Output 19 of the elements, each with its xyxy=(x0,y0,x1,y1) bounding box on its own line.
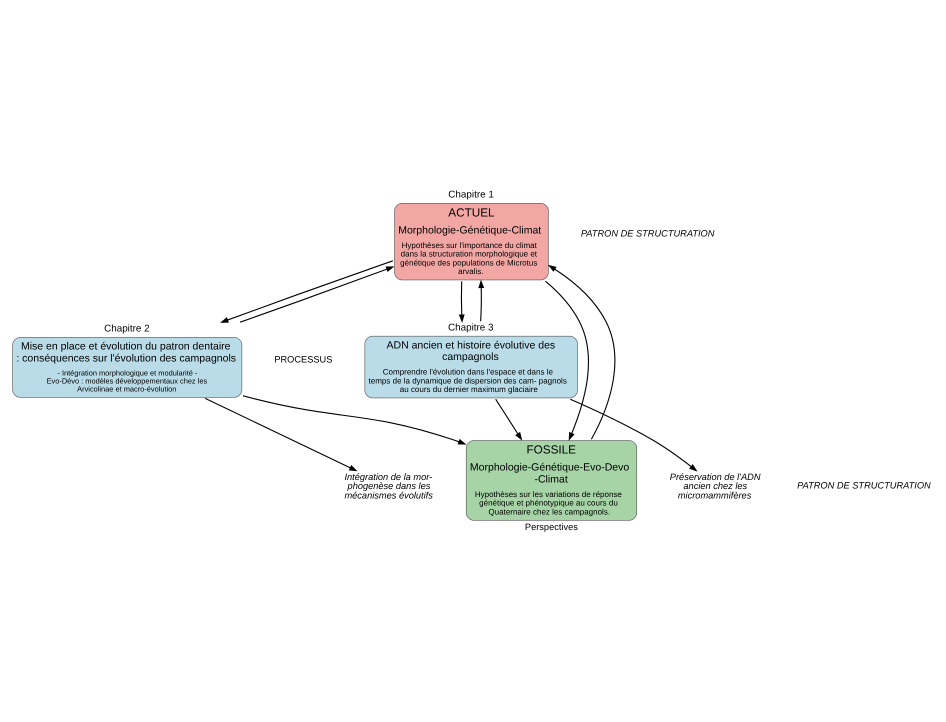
label: PATRON DE STRUCTURATION xyxy=(580,228,714,238)
label: PATRON DE STRUCTURATION xyxy=(797,480,931,490)
node-text: Préservation de l'ADN ancien chez les micromammifères xyxy=(670,471,761,500)
arrow xyxy=(545,280,589,440)
node-text: Intégration de la mor- phogenèse dans les mécanismes évolutifs xyxy=(344,471,433,500)
arrow xyxy=(242,394,466,444)
node-label: Chapitre 1 xyxy=(448,189,494,200)
arrow xyxy=(458,280,465,322)
arrow xyxy=(570,398,698,472)
arrow xyxy=(495,398,522,440)
node-label: Chapitre 2 xyxy=(104,323,150,334)
node-label: Chapitre 3 xyxy=(448,322,494,333)
arrow xyxy=(220,260,394,322)
arrow xyxy=(548,264,616,440)
node-label: Perspectives xyxy=(524,522,578,532)
arrow xyxy=(240,266,394,322)
label: PROCESSUS xyxy=(274,354,332,364)
arrow xyxy=(478,279,484,321)
arrow xyxy=(204,397,358,471)
